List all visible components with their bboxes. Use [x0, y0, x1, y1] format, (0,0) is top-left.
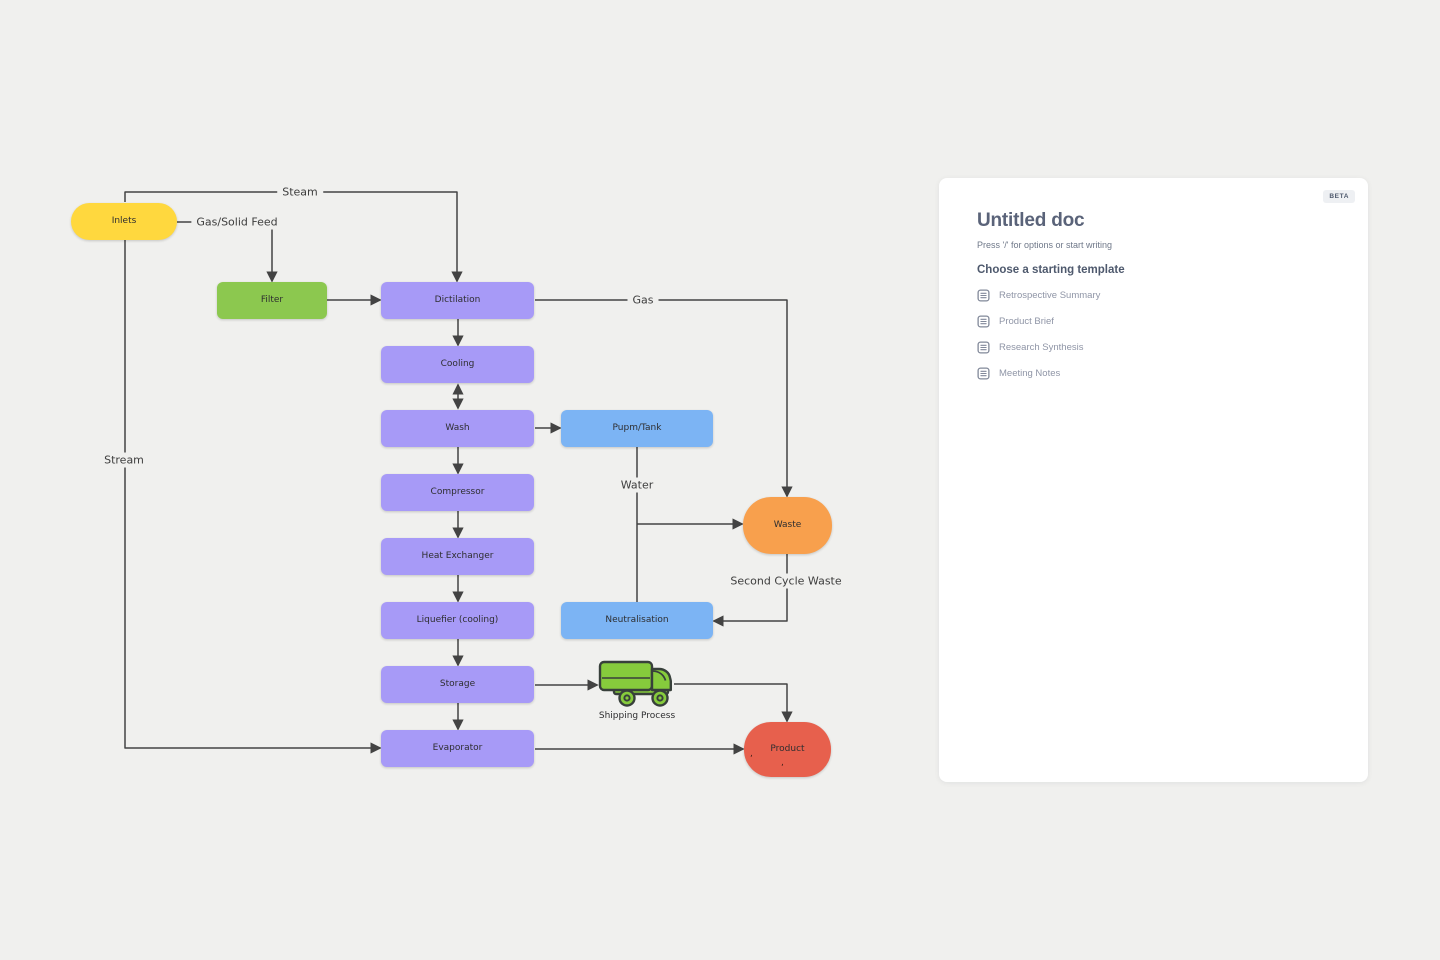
node-filter[interactable]: Filter	[217, 282, 327, 319]
node-label: Liquefier (cooling)	[416, 614, 499, 625]
shipping-truck[interactable]	[598, 658, 674, 712]
node-waste[interactable]: Waste	[743, 497, 832, 554]
doc-lines-icon	[977, 314, 990, 328]
node-label: Product	[770, 743, 805, 754]
node-label: Wash	[445, 422, 470, 433]
node-label: Pupm/Tank	[612, 422, 662, 433]
doc-editor-hint[interactable]: Press '/' for options or start writing	[977, 240, 1112, 250]
node-compressor[interactable]: Compressor	[381, 474, 534, 511]
node-cooling[interactable]: Cooling	[381, 346, 534, 383]
node-pump-tank[interactable]: Pupm/Tank	[561, 410, 713, 447]
template-list: Retrospective Summary Product Brief	[977, 282, 1100, 386]
node-inlets[interactable]: Inlets	[71, 203, 177, 240]
stray-mark: ,	[781, 758, 784, 768]
node-label: Compressor	[430, 486, 485, 497]
edge-label-stream[interactable]: Stream	[99, 452, 149, 468]
stray-mark: ,	[750, 749, 753, 759]
template-label: Research Synthesis	[999, 341, 1084, 353]
template-label: Meeting Notes	[999, 367, 1061, 379]
wire-stream-inlets-evaporator[interactable]	[124, 240, 382, 754]
template-item-research-synthesis[interactable]: Research Synthesis	[977, 334, 1100, 360]
node-liquefier[interactable]: Liquefier (cooling)	[381, 602, 534, 639]
edge-label-second-cycle-waste[interactable]: Second Cycle Waste	[725, 573, 847, 589]
node-product[interactable]: Product	[744, 722, 831, 777]
templates-heading: Choose a starting template	[977, 264, 1125, 276]
node-label: Cooling	[440, 358, 475, 369]
node-label: Waste	[773, 519, 802, 530]
node-label: Evaporator	[432, 742, 483, 753]
doc-lines-icon	[977, 288, 990, 302]
template-item-product-brief[interactable]: Product Brief	[977, 308, 1100, 334]
node-label: Storage	[439, 678, 476, 689]
node-dictilation[interactable]: Dictilation	[381, 282, 534, 319]
template-item-retrospective-summary[interactable]: Retrospective Summary	[977, 282, 1100, 308]
doc-panel: BETA Untitled doc Press '/' for options …	[939, 178, 1368, 782]
template-label: Product Brief	[999, 315, 1054, 327]
node-evaporator[interactable]: Evaporator	[381, 730, 534, 767]
doc-title[interactable]: Untitled doc	[977, 210, 1085, 231]
node-label: Neutralisation	[605, 614, 669, 625]
node-label: Dictilation	[434, 294, 481, 305]
wire-gas-solid-feed[interactable]	[177, 221, 278, 283]
node-wash[interactable]: Wash	[381, 410, 534, 447]
edge-label-gas[interactable]: Gas	[627, 292, 659, 308]
template-item-meeting-notes[interactable]: Meeting Notes	[977, 360, 1100, 386]
node-heat-exchanger[interactable]: Heat Exchanger	[381, 538, 534, 575]
doc-lines-icon	[977, 340, 990, 354]
node-label: Filter	[260, 294, 284, 305]
truck-icon	[598, 660, 672, 707]
wire-gas-dictilation-waste[interactable]	[535, 299, 793, 498]
edge-label-gas-solid-feed[interactable]: Gas/Solid Feed	[191, 214, 283, 230]
template-label: Retrospective Summary	[999, 289, 1101, 301]
wire-steam[interactable]	[124, 191, 463, 283]
node-label: Heat Exchanger	[421, 550, 494, 561]
shipping-process-label[interactable]: Shipping Process	[598, 711, 676, 721]
node-label: Inlets	[111, 215, 137, 226]
wire-shipping-product[interactable]	[674, 683, 793, 723]
beta-badge: BETA	[1323, 190, 1355, 203]
edge-label-steam[interactable]: Steam	[277, 184, 323, 200]
node-neutralisation[interactable]: Neutralisation	[561, 602, 713, 639]
edge-label-water[interactable]: Water	[615, 477, 659, 493]
doc-lines-icon	[977, 366, 990, 380]
node-storage[interactable]: Storage	[381, 666, 534, 703]
